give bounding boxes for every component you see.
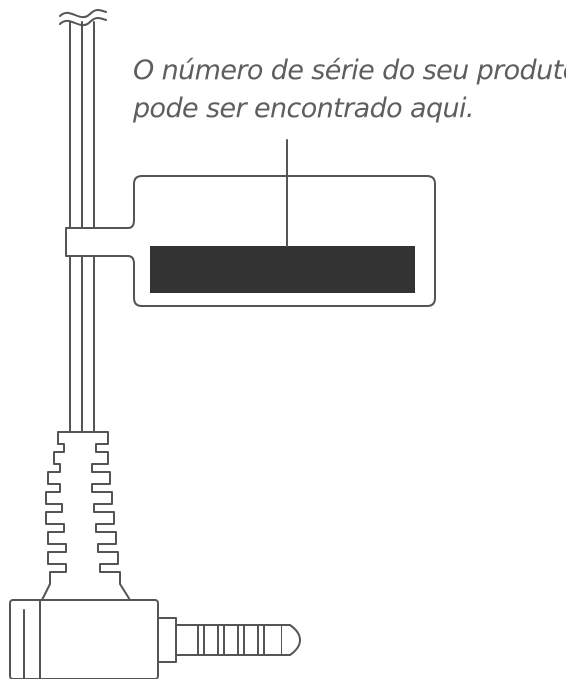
caption-line-1: O número de série do seu produto	[133, 55, 566, 86]
cable-break-icon	[59, 9, 107, 27]
caption-line-2: pode ser encontrado aqui.	[133, 93, 475, 124]
angled-audio-plug-icon	[9, 431, 301, 680]
serial-number-caption: O número de série do seu produto pode se…	[133, 52, 566, 128]
serial-number-bar	[150, 246, 415, 293]
serial-tag-icon	[65, 139, 436, 307]
